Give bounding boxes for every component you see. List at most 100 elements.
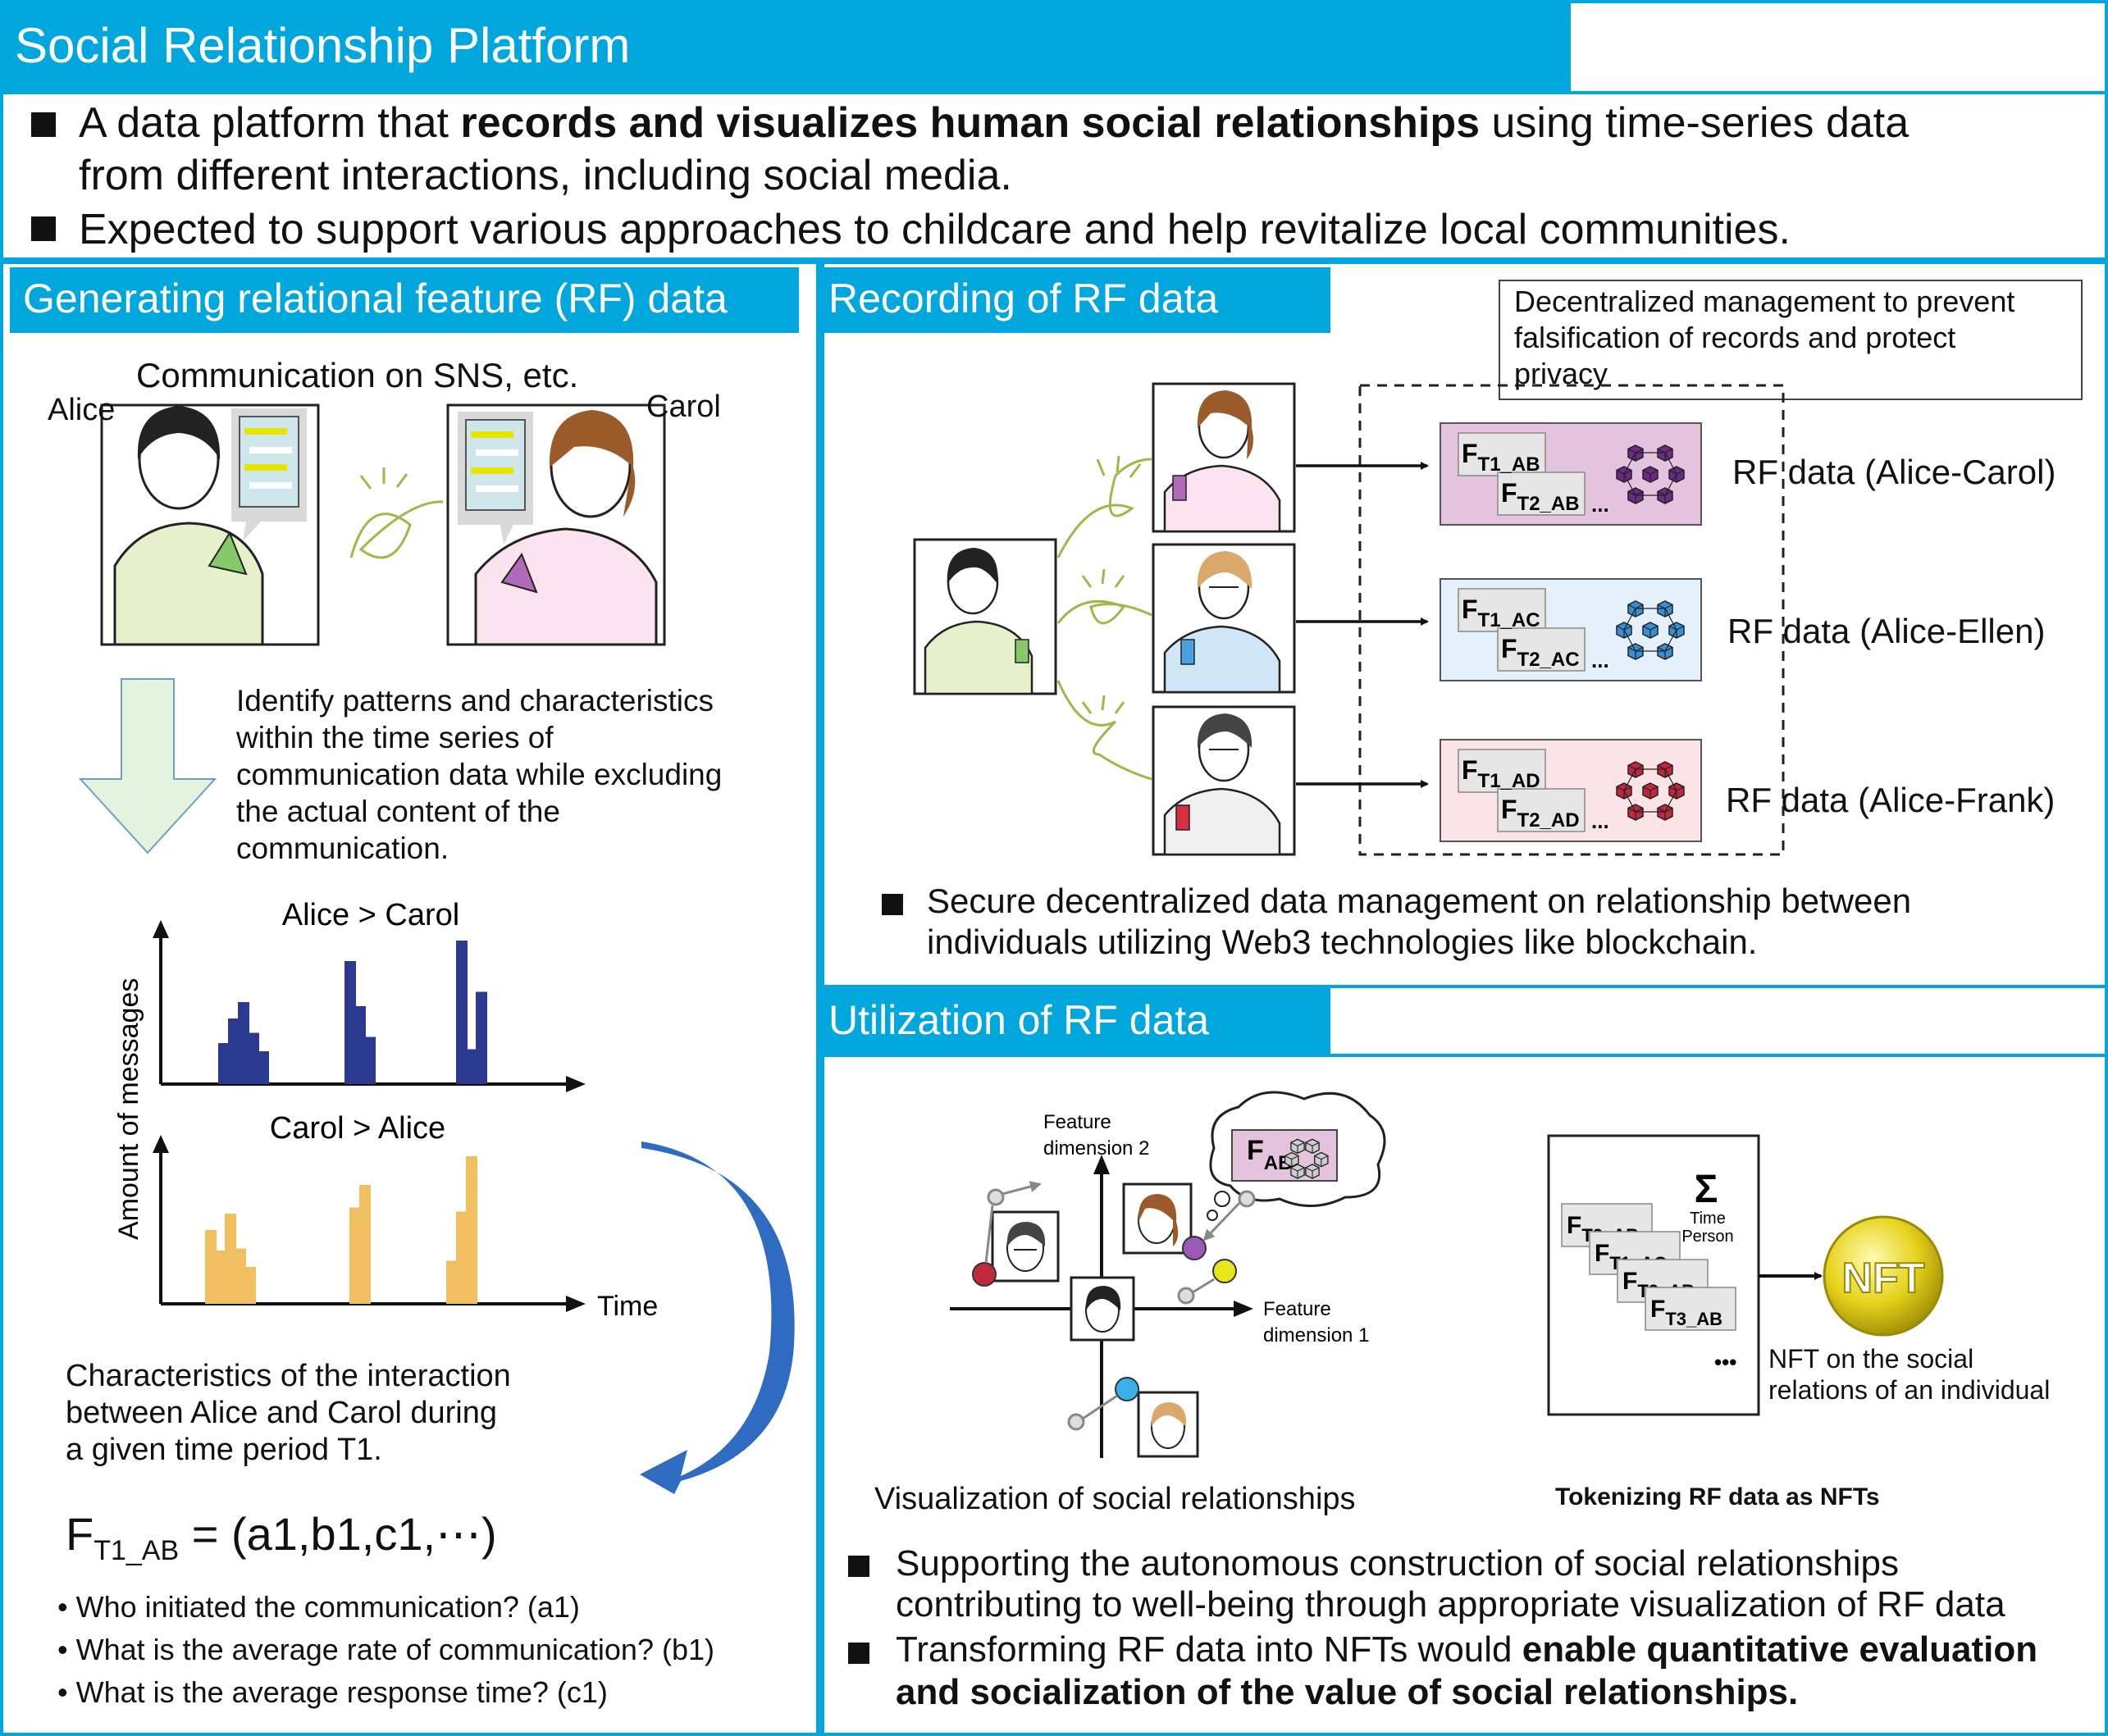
feature-dim1-label-1: Feature xyxy=(1263,1298,1331,1320)
rf-card-2 xyxy=(1497,472,1586,516)
rf-card-1 xyxy=(1458,749,1546,793)
chart-bar xyxy=(235,1248,246,1304)
rf-data-boxes: FT1_ABFT2_AB...FT1_ACFT2_AC...FT1_ADFT2_… xyxy=(1440,422,1702,842)
note-text: Decentralized management to prevent fals… xyxy=(1514,284,2014,392)
rf-ellipsis: ... xyxy=(1591,492,1609,517)
rf-ellipsis: ... xyxy=(1591,809,1609,833)
chart-bar xyxy=(466,1156,477,1304)
token-dots: ••• xyxy=(1714,1350,1736,1374)
frank-small-illustration xyxy=(1163,713,1281,856)
rf-card-2-label: FT2_AD xyxy=(1501,795,1580,832)
connection-curves xyxy=(1056,458,1152,781)
chart-bar xyxy=(228,1018,240,1084)
util-bullet-1-line1: Supporting the autonomous construction o… xyxy=(896,1543,1899,1583)
blockchain-icon xyxy=(1616,761,1685,821)
chart-bar xyxy=(456,1211,468,1304)
alice-carol-connection xyxy=(349,500,444,559)
header-bullet-square xyxy=(31,216,56,241)
sigma-sub-time: Time xyxy=(1690,1210,1726,1228)
chart-bottom-title: Carol > Alice xyxy=(270,1111,445,1146)
chart-bar xyxy=(218,1043,230,1084)
rf-ellipsis: ... xyxy=(1591,648,1609,672)
chart-bar xyxy=(238,1002,249,1084)
chart-bar xyxy=(215,1251,226,1304)
blockchain-icon xyxy=(1616,600,1685,660)
x-axis-label: Time xyxy=(597,1291,658,1322)
feature-dim1-label-2: dimension 1 xyxy=(1263,1324,1369,1346)
characteristics-text: Characteristics of the interaction betwe… xyxy=(66,1358,511,1469)
nft-caption-line: relations of an individual xyxy=(1768,1375,2051,1405)
header-bullet-square xyxy=(31,112,56,137)
carol-label: Carol xyxy=(646,390,721,424)
chart-bar xyxy=(225,1214,236,1304)
formula: FT1_AB = (a1,b1,c1,⋯) xyxy=(66,1506,497,1579)
chart-bar xyxy=(349,1207,361,1304)
nft-caption: NFT on the social relations of an indivi… xyxy=(1768,1343,2050,1406)
page-title: Social Relationship Platform xyxy=(15,18,631,73)
util-bullet-2: Transforming RF data into NFTs would ena… xyxy=(896,1629,2037,1714)
left-section-bar xyxy=(10,267,799,333)
utilization-section-title: Utilization of RF data xyxy=(828,997,1210,1043)
rf-card-2 xyxy=(1497,627,1586,672)
chart-bar xyxy=(258,1051,269,1084)
chart-bar xyxy=(456,941,468,1084)
formula-sub: T1_AB xyxy=(94,1535,180,1567)
identify-text: Identify patterns and characteristics wi… xyxy=(236,682,722,867)
rf-card-2-label: FT2_AC xyxy=(1501,634,1580,671)
bubble-f-card xyxy=(1231,1129,1338,1182)
chart-bar xyxy=(248,1032,259,1084)
sigma-sub-person: Person xyxy=(1681,1228,1733,1246)
questions-list: • Who initiated the communication? (a1) … xyxy=(57,1586,714,1714)
chart-top-title: Alice > Carol xyxy=(282,898,459,932)
nft-label: NFT xyxy=(1841,1255,1924,1302)
rf-card-1-label: FT1_AC xyxy=(1462,595,1540,631)
identify-line: the actual content of the xyxy=(236,795,560,828)
chart-bar xyxy=(205,1230,217,1304)
comm-label: Communication on SNS, etc. xyxy=(136,356,579,394)
header-bullet-1-bold: records and visualizes human social rela… xyxy=(460,99,1481,147)
char-line: a given time period T1. xyxy=(66,1433,382,1467)
carol-small-illustration xyxy=(1163,390,1281,533)
rf-label-alice-frank: RF data (Alice-Frank) xyxy=(1726,781,2056,819)
chart-bar xyxy=(244,1267,256,1304)
identify-line: within the time series of xyxy=(236,721,554,754)
alice-label: Alice xyxy=(48,393,116,427)
header-bullet-1: A data platform that records and visuali… xyxy=(79,97,1909,202)
note-box xyxy=(1499,280,2083,400)
rf-arrows xyxy=(1296,462,1429,788)
recording-section-title: Recording of RF data xyxy=(828,276,1219,321)
token-card-label: FT3_AB xyxy=(1650,1296,1722,1329)
chart-bar xyxy=(466,1049,477,1084)
recording-bullet: Secure decentralized data management on … xyxy=(927,881,1911,963)
util-bullet-square xyxy=(848,1556,869,1577)
rf-card-2 xyxy=(1497,788,1586,832)
formula-rest: = (a1,b1,c1,⋯) xyxy=(179,1508,497,1560)
nft-coin xyxy=(1823,1215,1944,1337)
chart-bar xyxy=(446,1260,458,1304)
alice-center-illustration xyxy=(924,548,1033,695)
feature-shift-arrows xyxy=(984,1181,1256,1431)
process-down-arrow xyxy=(78,678,217,854)
curved-arrow xyxy=(640,1141,795,1494)
feature-points xyxy=(972,1236,1237,1401)
rf-label-alice-ellen: RF data (Alice-Ellen) xyxy=(1727,612,2046,650)
recording-section-bar xyxy=(822,267,1330,333)
header-bullet-1-pre: A data platform that xyxy=(79,99,461,147)
chart-bar xyxy=(344,961,356,1084)
formula-f: F xyxy=(66,1508,94,1560)
chart-bar xyxy=(359,1185,371,1304)
vis-caption: Visualization of social relationships xyxy=(874,1482,1356,1516)
blockchain-icon xyxy=(1616,444,1685,504)
rf-label-alice-carol: RF data (Alice-Carol) xyxy=(1732,453,2056,491)
question-item: • What is the average rate of communicat… xyxy=(57,1633,714,1666)
y-axis-label: Amount of messages xyxy=(113,978,144,1240)
chart-bar xyxy=(364,1037,376,1084)
identify-line: communication. xyxy=(236,832,449,865)
rf-card-1 xyxy=(1458,432,1546,476)
feature-dim2-label-2: dimension 2 xyxy=(1043,1137,1149,1160)
question-item: • What is the average response time? (c1… xyxy=(57,1675,608,1709)
rf-card-2-label: FT2_AB xyxy=(1501,478,1580,515)
header-bullet-2: Expected to support various approaches t… xyxy=(79,206,1791,253)
